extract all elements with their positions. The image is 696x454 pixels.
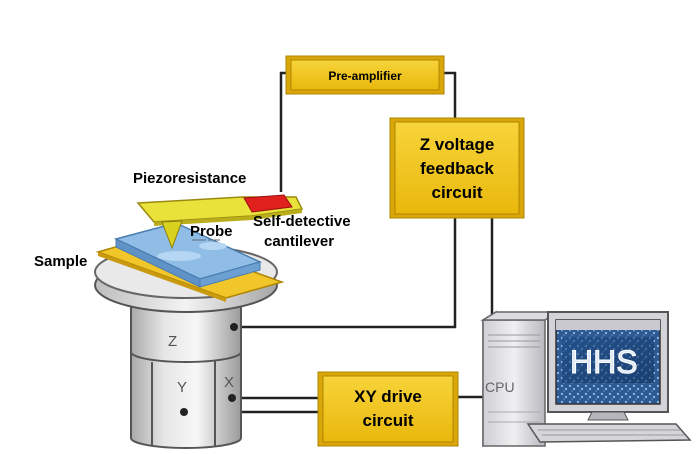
probe-label: Probe [190,223,233,240]
cantilever-assembly [136,194,304,250]
sample-block-side [199,261,261,288]
cpu-label: CPU [485,379,515,395]
scanner-z-label: Z [168,333,177,350]
piezoresistance-label: Piezoresistance [133,170,246,187]
wire-preamp-to-zfeedback [443,71,457,118]
scanner-x-label: X [224,374,234,391]
screen-logo: HHS [570,344,638,380]
zfeedback-line-2: feedback [420,159,494,178]
xydrive-line-1: XY drive [354,387,422,406]
probe-tip [161,220,183,250]
zfeedback-line-3: circuit [431,183,482,202]
xydrive-box: XY drive circuit [317,371,459,447]
xydrive-line-2: circuit [362,411,413,430]
cantilever-label-line-2: cantilever [264,233,334,250]
zfeedback-line-1: Z voltage [420,135,495,154]
scanner-x-terminal [228,394,236,402]
preamp-label: Pre-amplifier [328,69,402,83]
cantilever-label-line-1: Self-detective [253,213,351,230]
preamp-box: Pre-amplifier [285,55,445,95]
sample-assembly [95,222,285,302]
wire-zfeedback-to-scanner-z [236,218,457,329]
sample-label: Sample [34,253,87,270]
scanner-z-terminal [230,323,238,331]
scanner-y-label: Y [177,379,187,396]
zfeedback-box: Z voltage feedback circuit [389,117,525,219]
computer: CPU HHS [480,310,692,448]
piezoresistance-element [243,194,293,213]
scanner-cylinder [130,299,242,449]
scanner-y-terminal [180,408,188,416]
keyboard [526,423,692,443]
